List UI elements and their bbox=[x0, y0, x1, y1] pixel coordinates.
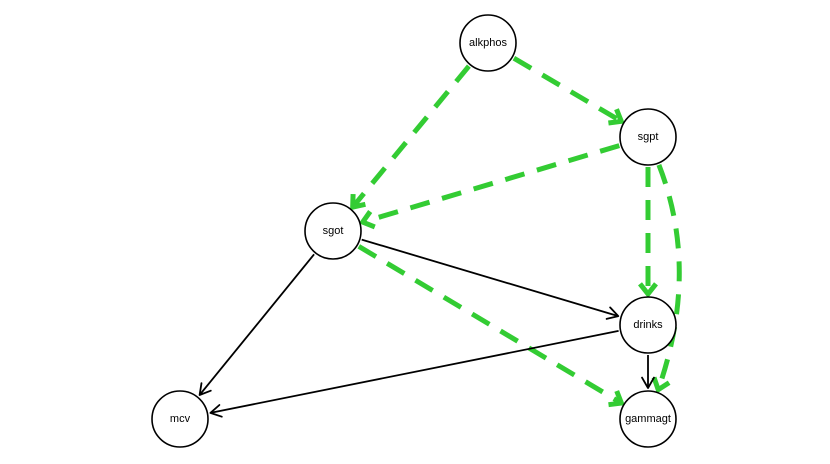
node-label: alkphos bbox=[469, 37, 507, 49]
edge-sgpt-to-gammagt bbox=[651, 163, 682, 394]
edge-sgpt-to-sgot bbox=[358, 143, 621, 230]
node-drinks: drinks bbox=[619, 296, 677, 354]
edge-sgot-to-drinks bbox=[361, 238, 620, 320]
edge-sgpt-to-drinks bbox=[638, 167, 658, 299]
node-gammagt: gammagt bbox=[619, 390, 677, 448]
arrowhead-icon bbox=[608, 108, 625, 126]
node-sgot: sgot bbox=[304, 202, 362, 260]
node-circle bbox=[619, 390, 677, 448]
arrowhead-icon bbox=[198, 382, 212, 396]
edge-drinks-to-gammagt bbox=[641, 355, 655, 389]
nodes-layer: alkphos sgpt sgot drinks mcv gammagt bbox=[151, 14, 677, 448]
edge-line bbox=[655, 163, 682, 391]
edge-drinks-to-mcv bbox=[209, 330, 619, 418]
node-mcv: mcv bbox=[151, 390, 209, 448]
edge-alkphos-to-sgot bbox=[350, 64, 471, 211]
edge-line bbox=[198, 253, 315, 396]
arrowhead-icon bbox=[358, 210, 376, 230]
node-sgpt: sgpt bbox=[619, 108, 677, 166]
node-circle bbox=[304, 202, 362, 260]
arrowhead-icon bbox=[605, 306, 620, 320]
node-circle bbox=[619, 108, 677, 166]
edge-sgot-to-mcv bbox=[198, 253, 315, 396]
node-alkphos: alkphos bbox=[459, 14, 517, 72]
node-label: gammagt bbox=[625, 413, 671, 425]
edge-line bbox=[512, 56, 623, 124]
arrowhead-icon bbox=[638, 282, 658, 299]
edge-sgot-to-gammagt bbox=[357, 244, 625, 408]
node-label: mcv bbox=[170, 413, 191, 425]
node-label: drinks bbox=[633, 319, 663, 331]
node-circle bbox=[619, 296, 677, 354]
arrowhead-icon bbox=[209, 404, 223, 418]
edge-line bbox=[350, 64, 471, 209]
edges-layer bbox=[198, 56, 682, 418]
node-circle bbox=[459, 14, 517, 72]
arrowhead-icon bbox=[608, 390, 625, 408]
edge-line bbox=[357, 244, 623, 406]
edge-line bbox=[361, 238, 619, 317]
node-circle bbox=[151, 390, 209, 448]
edge-line bbox=[210, 330, 619, 414]
node-label: sgot bbox=[323, 225, 344, 237]
node-label: sgpt bbox=[638, 131, 659, 143]
arrowhead-icon bbox=[350, 194, 366, 211]
arrowhead-icon bbox=[651, 376, 671, 394]
arrowhead-icon bbox=[641, 376, 655, 389]
edge-line bbox=[361, 143, 621, 225]
edge-alkphos-to-sgpt bbox=[512, 56, 625, 126]
